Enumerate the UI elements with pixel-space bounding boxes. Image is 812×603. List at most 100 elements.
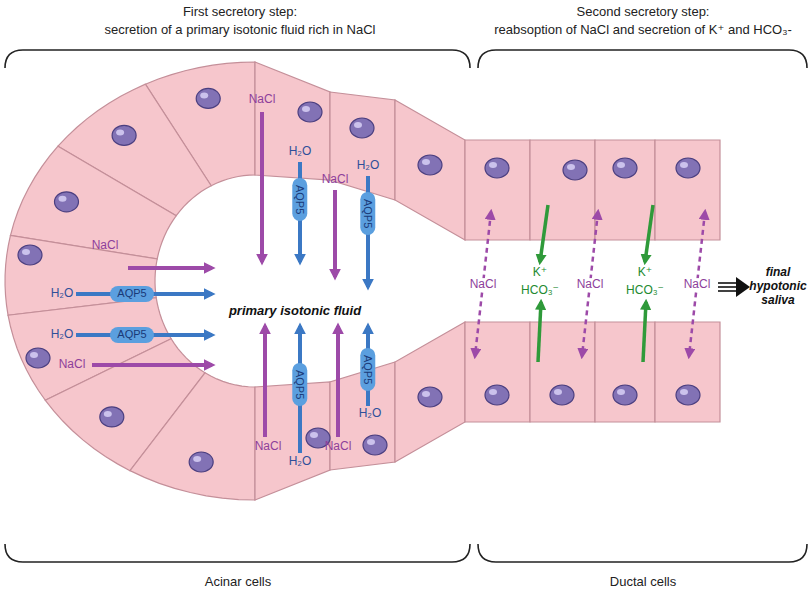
output-arrow-head — [736, 277, 750, 297]
flow-arrow — [263, 326, 267, 437]
water-label: H₂O — [289, 455, 312, 469]
nucleus — [418, 387, 442, 407]
nucleus — [363, 435, 387, 455]
nucleus — [26, 348, 50, 368]
nucleus-highlight — [680, 162, 688, 168]
nucleus-highlight — [302, 106, 310, 112]
flow-arrow — [336, 326, 340, 437]
nucleus — [485, 158, 509, 178]
nucleus — [676, 158, 700, 178]
ion-label: NaCl — [59, 358, 86, 372]
flow-arrow — [540, 205, 548, 262]
channel-name: AQP5 — [361, 199, 374, 228]
output-arrow — [718, 277, 750, 297]
step-heading: First secretory step: — [183, 5, 297, 20]
nucleus — [550, 385, 574, 405]
channel-name: AQP5 — [361, 355, 374, 384]
nucleus — [563, 160, 587, 180]
channel-name: AQP5 — [293, 185, 306, 214]
nucleus-highlight — [489, 389, 497, 395]
aqp5-channel: AQP5 — [292, 363, 307, 406]
flow-arrow — [92, 363, 212, 367]
channel-name: AQP5 — [117, 287, 146, 300]
aqp5-channel: AQP5 — [292, 178, 307, 221]
nucleus-highlight — [200, 92, 208, 98]
nucleus — [189, 452, 213, 472]
nucleus-highlight — [354, 122, 362, 128]
output-label: final hypotonic saliva — [748, 266, 808, 307]
flow-arrow — [128, 266, 212, 270]
aqp5-channel: AQP5 — [110, 327, 153, 342]
cell — [130, 373, 255, 500]
cell — [465, 140, 530, 240]
nucleus — [418, 155, 442, 175]
nucleus-highlight — [310, 432, 318, 438]
nucleus — [112, 125, 136, 145]
cell — [595, 140, 655, 240]
nucleus-highlight — [193, 456, 201, 462]
aqp5-channel: AQP5 — [360, 192, 375, 235]
bracket-layer — [5, 50, 807, 562]
nucleus — [350, 118, 374, 138]
nucleus — [298, 102, 322, 122]
cell — [395, 100, 465, 240]
lumen-label: primary isotonic fluid — [229, 304, 361, 319]
ion-label: NaCl — [249, 93, 276, 107]
ion-label: NaCl — [468, 278, 499, 292]
nucleus-highlight — [116, 129, 124, 135]
water-label: H₂O — [289, 145, 312, 159]
ion-label: NaCl — [575, 278, 606, 292]
aqp5-channel: AQP5 — [360, 348, 375, 391]
ion-label: K⁺ — [533, 266, 547, 278]
nucleus — [18, 245, 42, 265]
cell — [465, 322, 530, 422]
part-label: Ductal cells — [610, 575, 676, 590]
flow-arrow — [538, 302, 541, 362]
ion-label: NaCl — [322, 173, 349, 187]
step-description: secretion of a primary isotonic fluid ri… — [105, 23, 376, 38]
flow-arrow — [645, 205, 653, 262]
ion-label: NaCl — [255, 440, 282, 454]
nucleus-highlight — [617, 389, 625, 395]
water-label: H₂O — [51, 328, 74, 342]
nucleus — [54, 192, 78, 212]
flow-arrow — [260, 112, 264, 262]
nucleus-highlight — [422, 159, 430, 165]
cell — [530, 140, 595, 240]
flow-arrow — [333, 190, 337, 277]
cell — [655, 322, 720, 422]
step-heading: Second secretory step: — [577, 5, 710, 20]
channel-name: AQP5 — [117, 328, 146, 341]
bracket — [5, 544, 470, 562]
nucleus-highlight — [489, 162, 497, 168]
cell — [255, 62, 330, 180]
water-label: H₂O — [357, 159, 380, 173]
ion-label: NaCl — [92, 239, 119, 253]
nucleus-highlight — [567, 164, 575, 170]
flow-arrow — [643, 302, 646, 362]
nucleus-highlight — [422, 391, 430, 397]
ion-label: HCO₃⁻ — [626, 284, 664, 296]
aqp5-channel: AQP5 — [110, 286, 153, 301]
nucleus-highlight — [30, 352, 38, 358]
nucleus-highlight — [554, 389, 562, 395]
nucleus-highlight — [617, 162, 625, 168]
cell — [395, 322, 465, 462]
nucleus-highlight — [367, 439, 375, 445]
nucleus — [676, 385, 700, 405]
nucleus — [100, 407, 124, 427]
channel-name: AQP5 — [293, 370, 306, 399]
cell-layer — [5, 62, 720, 500]
ion-label: HCO₃⁻ — [521, 284, 559, 296]
arrow-layer — [76, 112, 705, 453]
bracket — [478, 50, 807, 68]
bracket — [478, 544, 807, 562]
nucleus — [613, 385, 637, 405]
nucleus-highlight — [680, 389, 688, 395]
ion-label: K⁺ — [638, 266, 652, 278]
nucleus-layer — [18, 88, 700, 472]
water-label: H₂O — [359, 407, 382, 421]
nucleus-highlight — [22, 249, 30, 255]
nucleus — [196, 88, 220, 108]
